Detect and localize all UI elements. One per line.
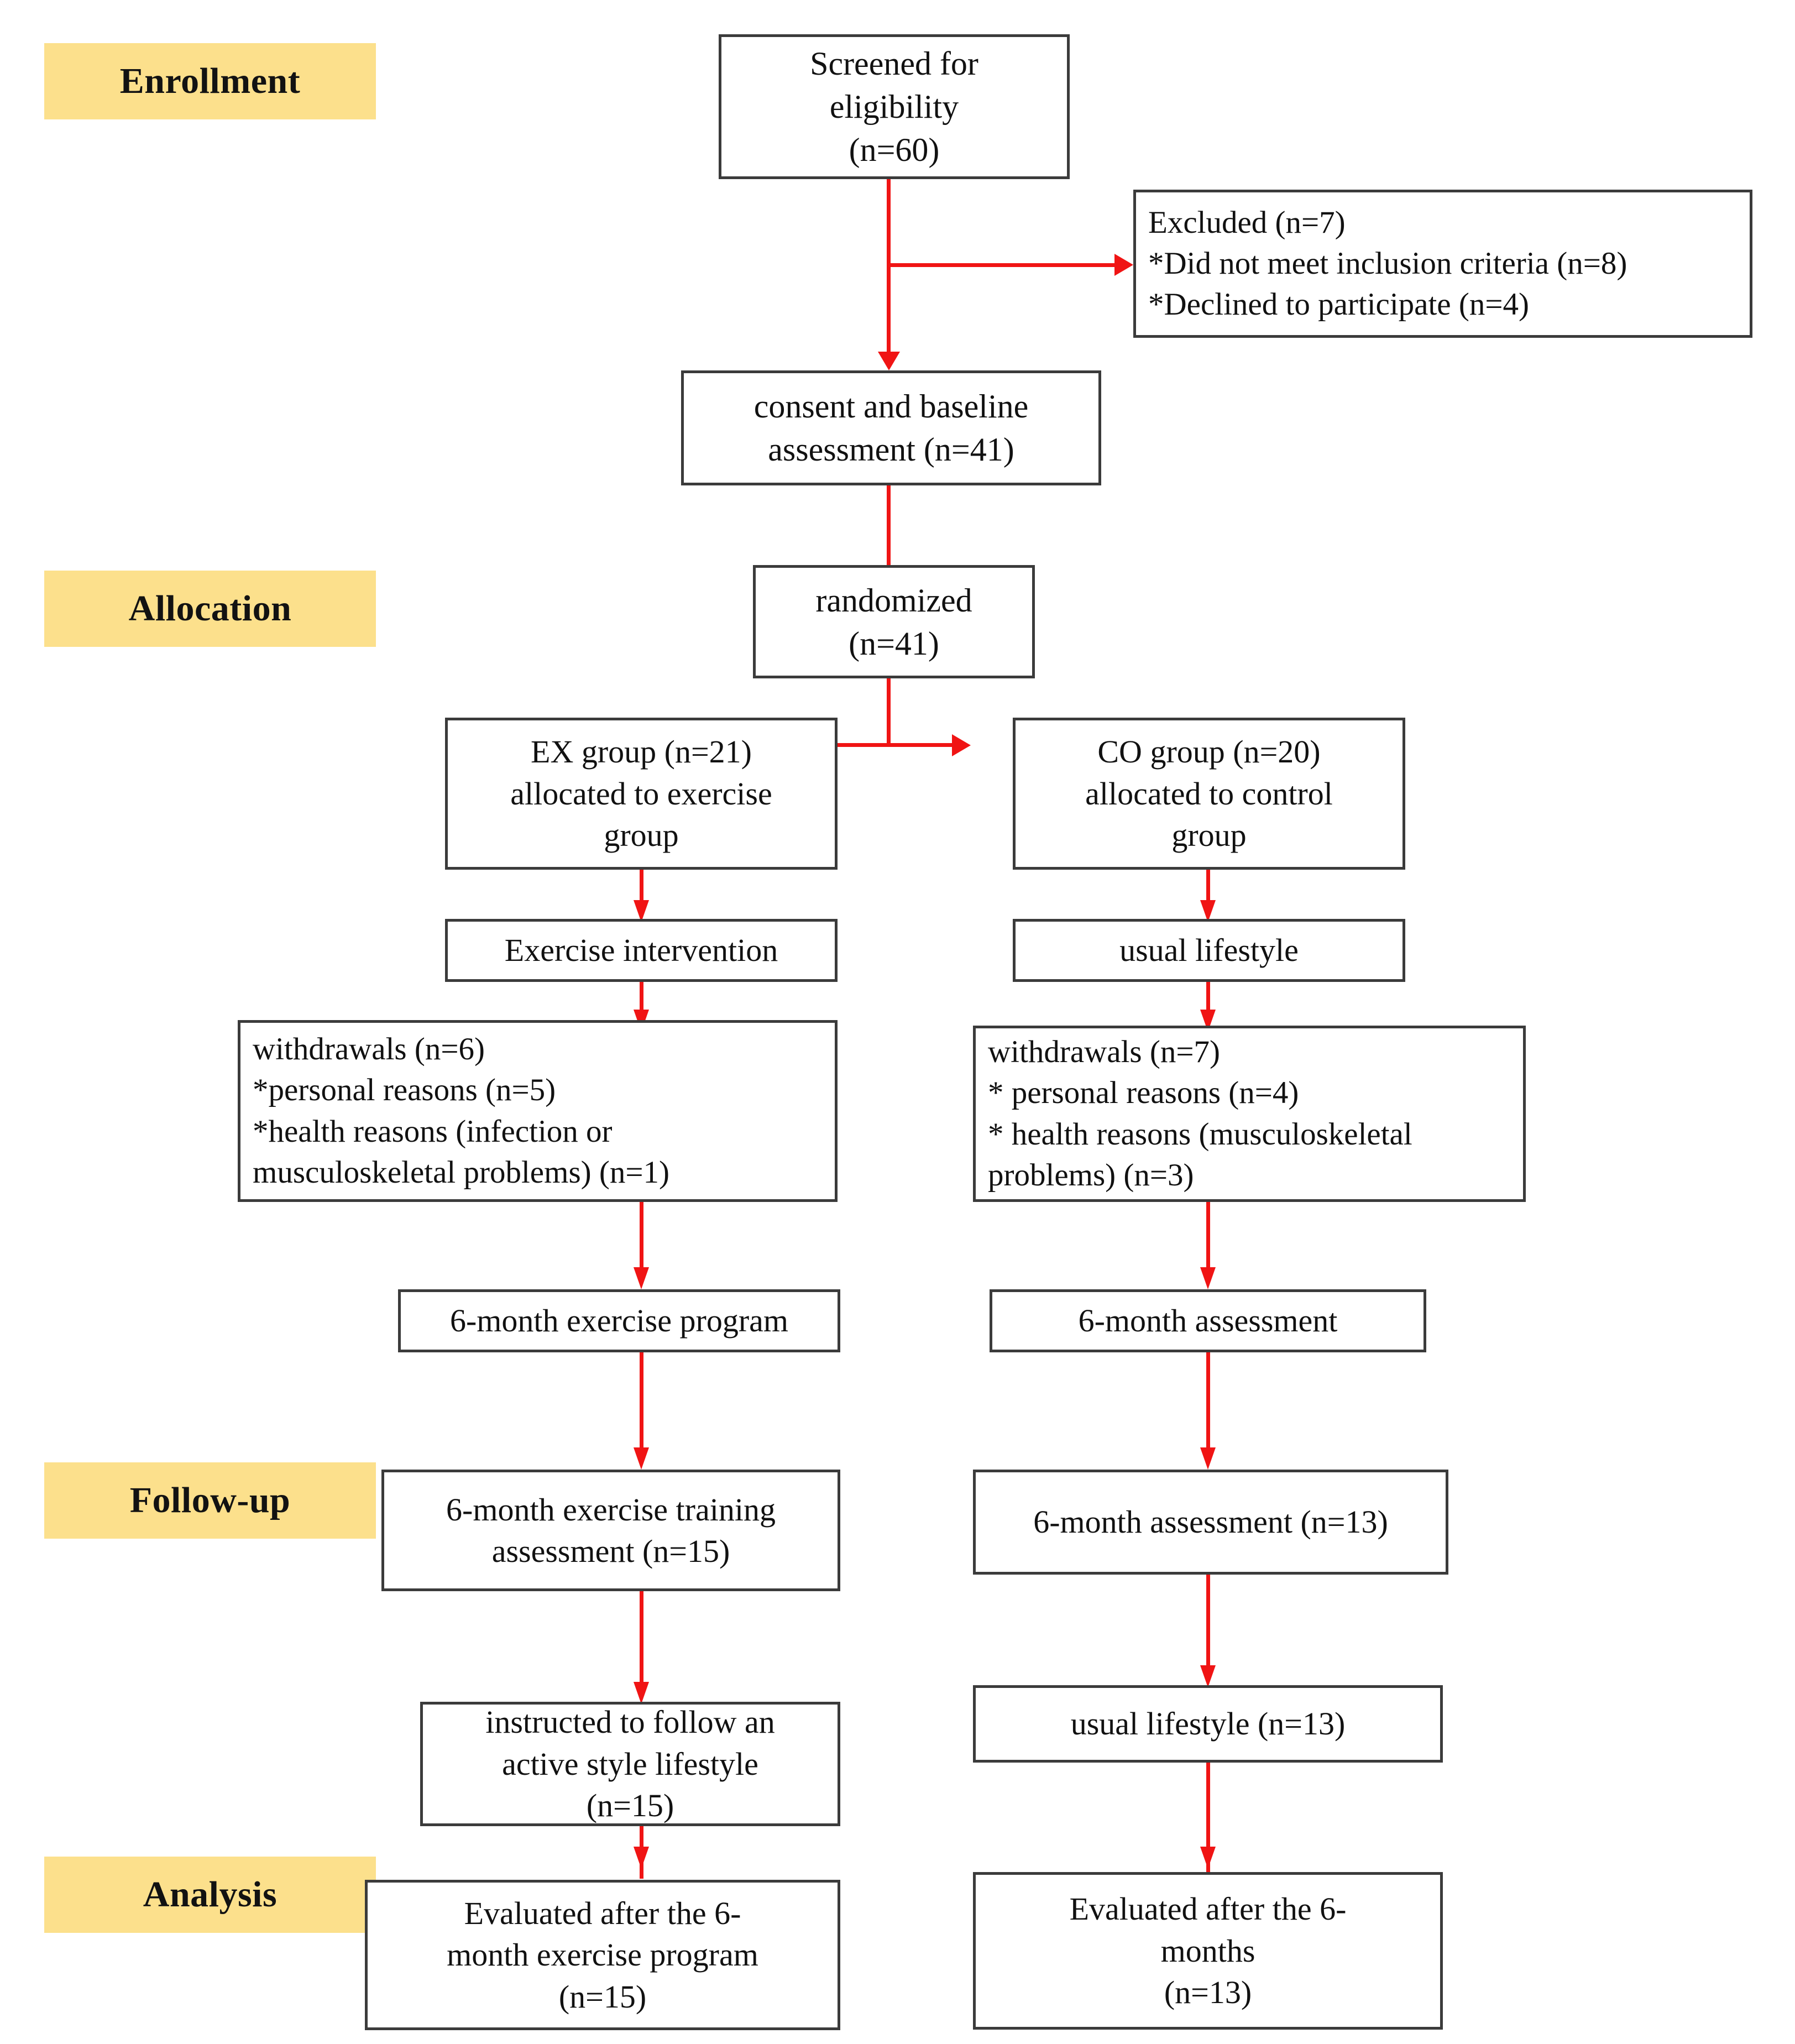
node-ex-analysis-line-1: Evaluated after the 6- <box>464 1895 741 1931</box>
node-randomized-line-2: (n=41) <box>849 625 939 662</box>
node-co-intervention-line-1: usual lifestyle <box>1119 932 1299 969</box>
connector-consent-to-randomized <box>887 485 891 574</box>
arrow-ex-followup-to-lifestyle <box>634 1682 649 1704</box>
node-ex-lifestyle-line-3: (n=15) <box>586 1787 674 1824</box>
node-consent-line-2: assessment (n=41) <box>768 431 1014 468</box>
arrow-co-alloc-to-intervention <box>1200 900 1216 922</box>
node-ex-withdrawals-line-1: withdrawals (n=6) <box>253 1032 485 1067</box>
node-co-analysis-line-2: months <box>1160 1932 1255 1969</box>
node-consent-line-1: consent and baseline <box>753 388 1029 425</box>
node-co-usual-lifestyle: usual lifestyle (n=13) <box>973 1685 1443 1763</box>
node-co-lifestyle-line-1: usual lifestyle (n=13) <box>1070 1706 1346 1742</box>
node-ex-withdrawals-line-4: musculoskeletal problems) (n=1) <box>253 1154 669 1190</box>
node-ex-withdrawals-line-3: *health reasons (infection or <box>253 1114 613 1149</box>
node-ex-followup-assessment: 6-month exercise training assessment (n=… <box>381 1470 840 1591</box>
node-co-alloc-line-2: allocated to control <box>1085 775 1333 812</box>
node-screened-line-2: eligibility <box>829 88 959 125</box>
arrow-co-assessment-to-followup <box>1200 1447 1216 1470</box>
node-ex-withdrawals-line-2: *personal reasons (n=5) <box>253 1073 556 1108</box>
connector-co-lifestyle-to-analysis <box>1206 1763 1210 1881</box>
arrow-co-withdrawals-to-assessment <box>1200 1267 1216 1289</box>
connector-co-alloc-to-intervention <box>1206 870 1210 911</box>
node-ex-followup-line-1: 6-month exercise training <box>446 1491 776 1528</box>
node-ex-analysis-line-3: (n=15) <box>558 1978 647 2015</box>
arrow-screened-to-excluded <box>1114 254 1133 276</box>
node-six-month-exercise-program: 6-month exercise program <box>398 1289 840 1352</box>
connector-split-right <box>887 743 956 747</box>
node-ex-alloc-line-1: EX group (n=21) <box>531 734 752 770</box>
node-usual-lifestyle-intervention: usual lifestyle <box>1013 919 1405 982</box>
node-co-analysis-line-1: Evaluated after the 6- <box>1069 1891 1347 1927</box>
arrow-ex-alloc-to-intervention <box>634 900 649 922</box>
arrow-split-to-co-group <box>952 734 971 756</box>
node-ex-followup-line-2: assessment (n=15) <box>491 1533 730 1569</box>
connector-co-assessment-to-followup <box>1206 1352 1210 1457</box>
node-co-alloc-line-3: group <box>1171 817 1247 854</box>
node-co-withdrawals-line-2: * personal reasons (n=4) <box>988 1075 1299 1111</box>
stage-label-allocation: Allocation <box>44 571 376 647</box>
node-excluded-line-1: Excluded (n=7) <box>1148 205 1346 240</box>
connector-ex-withdrawals-to-program <box>640 1202 643 1277</box>
arrow-ex-withdrawals-to-program <box>634 1267 649 1289</box>
connector-co-withdrawals-to-assessment <box>1206 1202 1210 1277</box>
connector-randomized-split-stem <box>887 678 891 745</box>
node-co-analysis: Evaluated after the 6- months (n=13) <box>973 1872 1443 2030</box>
node-co-withdrawals-line-3: * health reasons (musculoskeletal <box>988 1116 1412 1152</box>
stage-label-allocation-text: Allocation <box>128 588 292 629</box>
node-screened-line-1: Screened for <box>810 45 978 82</box>
node-co-withdrawals: withdrawals (n=7) * personal reasons (n=… <box>973 1026 1526 1202</box>
node-co-withdrawals-line-1: withdrawals (n=7) <box>988 1034 1220 1070</box>
node-screened-for-eligibility: Screened for eligibility (n=60) <box>719 34 1070 179</box>
arrow-co-lifestyle-to-analysis <box>1200 1847 1216 1869</box>
connector-ex-alloc-to-intervention <box>640 870 643 911</box>
arrow-ex-lifestyle-to-analysis <box>634 1847 649 1869</box>
node-excluded-line-3: *Declined to participate (n=4) <box>1148 287 1529 322</box>
node-co-followup-line-1: 6-month assessment (n=13) <box>1033 1504 1388 1540</box>
connector-co-intervention-to-withdrawals <box>1206 982 1210 1022</box>
connector-screened-to-excluded <box>887 263 1122 267</box>
node-co-withdrawals-line-4: problems) (n=3) <box>988 1157 1194 1193</box>
arrow-co-followup-to-lifestyle <box>1200 1665 1216 1687</box>
node-consent-baseline: consent and baseline assessment (n=41) <box>681 370 1101 485</box>
node-co-alloc-line-1: CO group (n=20) <box>1097 734 1321 770</box>
node-excluded-line-2: *Did not meet inclusion criteria (n=8) <box>1148 245 1627 281</box>
node-ex-analysis: Evaluated after the 6- month exercise pr… <box>365 1880 840 2030</box>
connector-co-followup-to-lifestyle <box>1206 1575 1210 1677</box>
node-ex-active-lifestyle: instructed to follow an active style lif… <box>420 1702 840 1826</box>
connector-ex-program-to-followup <box>640 1352 643 1457</box>
connector-screened-to-consent <box>887 177 891 359</box>
stage-label-followup: Follow-up <box>44 1462 376 1539</box>
node-ex-alloc-line-2: allocated to exercise <box>510 775 772 812</box>
node-exercise-intervention: Exercise intervention <box>445 919 838 982</box>
node-ex-group-allocation: EX group (n=21) allocated to exercise gr… <box>445 718 838 870</box>
node-ex-withdrawals: withdrawals (n=6) *personal reasons (n=5… <box>238 1020 838 1202</box>
node-ex-lifestyle-line-1: instructed to follow an <box>485 1704 775 1740</box>
connector-ex-intervention-to-withdrawals <box>640 982 643 1022</box>
stage-label-analysis: Analysis <box>44 1857 376 1933</box>
connector-ex-followup-to-lifestyle <box>640 1591 643 1693</box>
node-ex-analysis-line-2: month exercise program <box>447 1937 758 1973</box>
arrow-ex-program-to-followup <box>634 1447 649 1470</box>
arrow-screened-to-consent <box>878 352 900 370</box>
stage-label-followup-text: Follow-up <box>129 1480 291 1520</box>
node-co-group-allocation: CO group (n=20) allocated to control gro… <box>1013 718 1405 870</box>
node-randomized-line-1: randomized <box>815 582 972 619</box>
stage-label-analysis-text: Analysis <box>143 1874 278 1915</box>
node-screened-line-3: (n=60) <box>849 132 940 168</box>
node-ex-program-line-1: 6-month exercise program <box>449 1303 788 1339</box>
node-six-month-assessment: 6-month assessment <box>990 1289 1426 1352</box>
connector-split-left <box>824 743 890 747</box>
node-ex-alloc-line-3: group <box>604 817 679 854</box>
node-ex-intervention-line-1: Exercise intervention <box>504 932 778 969</box>
node-co-analysis-line-3: (n=13) <box>1164 1974 1252 2011</box>
node-excluded: Excluded (n=7) *Did not meet inclusion c… <box>1133 190 1752 338</box>
node-ex-lifestyle-line-2: active style lifestyle <box>502 1745 758 1782</box>
stage-label-enrollment-text: Enrollment <box>119 61 301 101</box>
node-randomized: randomized (n=41) <box>753 565 1035 678</box>
node-co-assessment-line-1: 6-month assessment <box>1078 1303 1338 1339</box>
node-co-followup-assessment: 6-month assessment (n=13) <box>973 1470 1448 1575</box>
stage-label-enrollment: Enrollment <box>44 43 376 119</box>
